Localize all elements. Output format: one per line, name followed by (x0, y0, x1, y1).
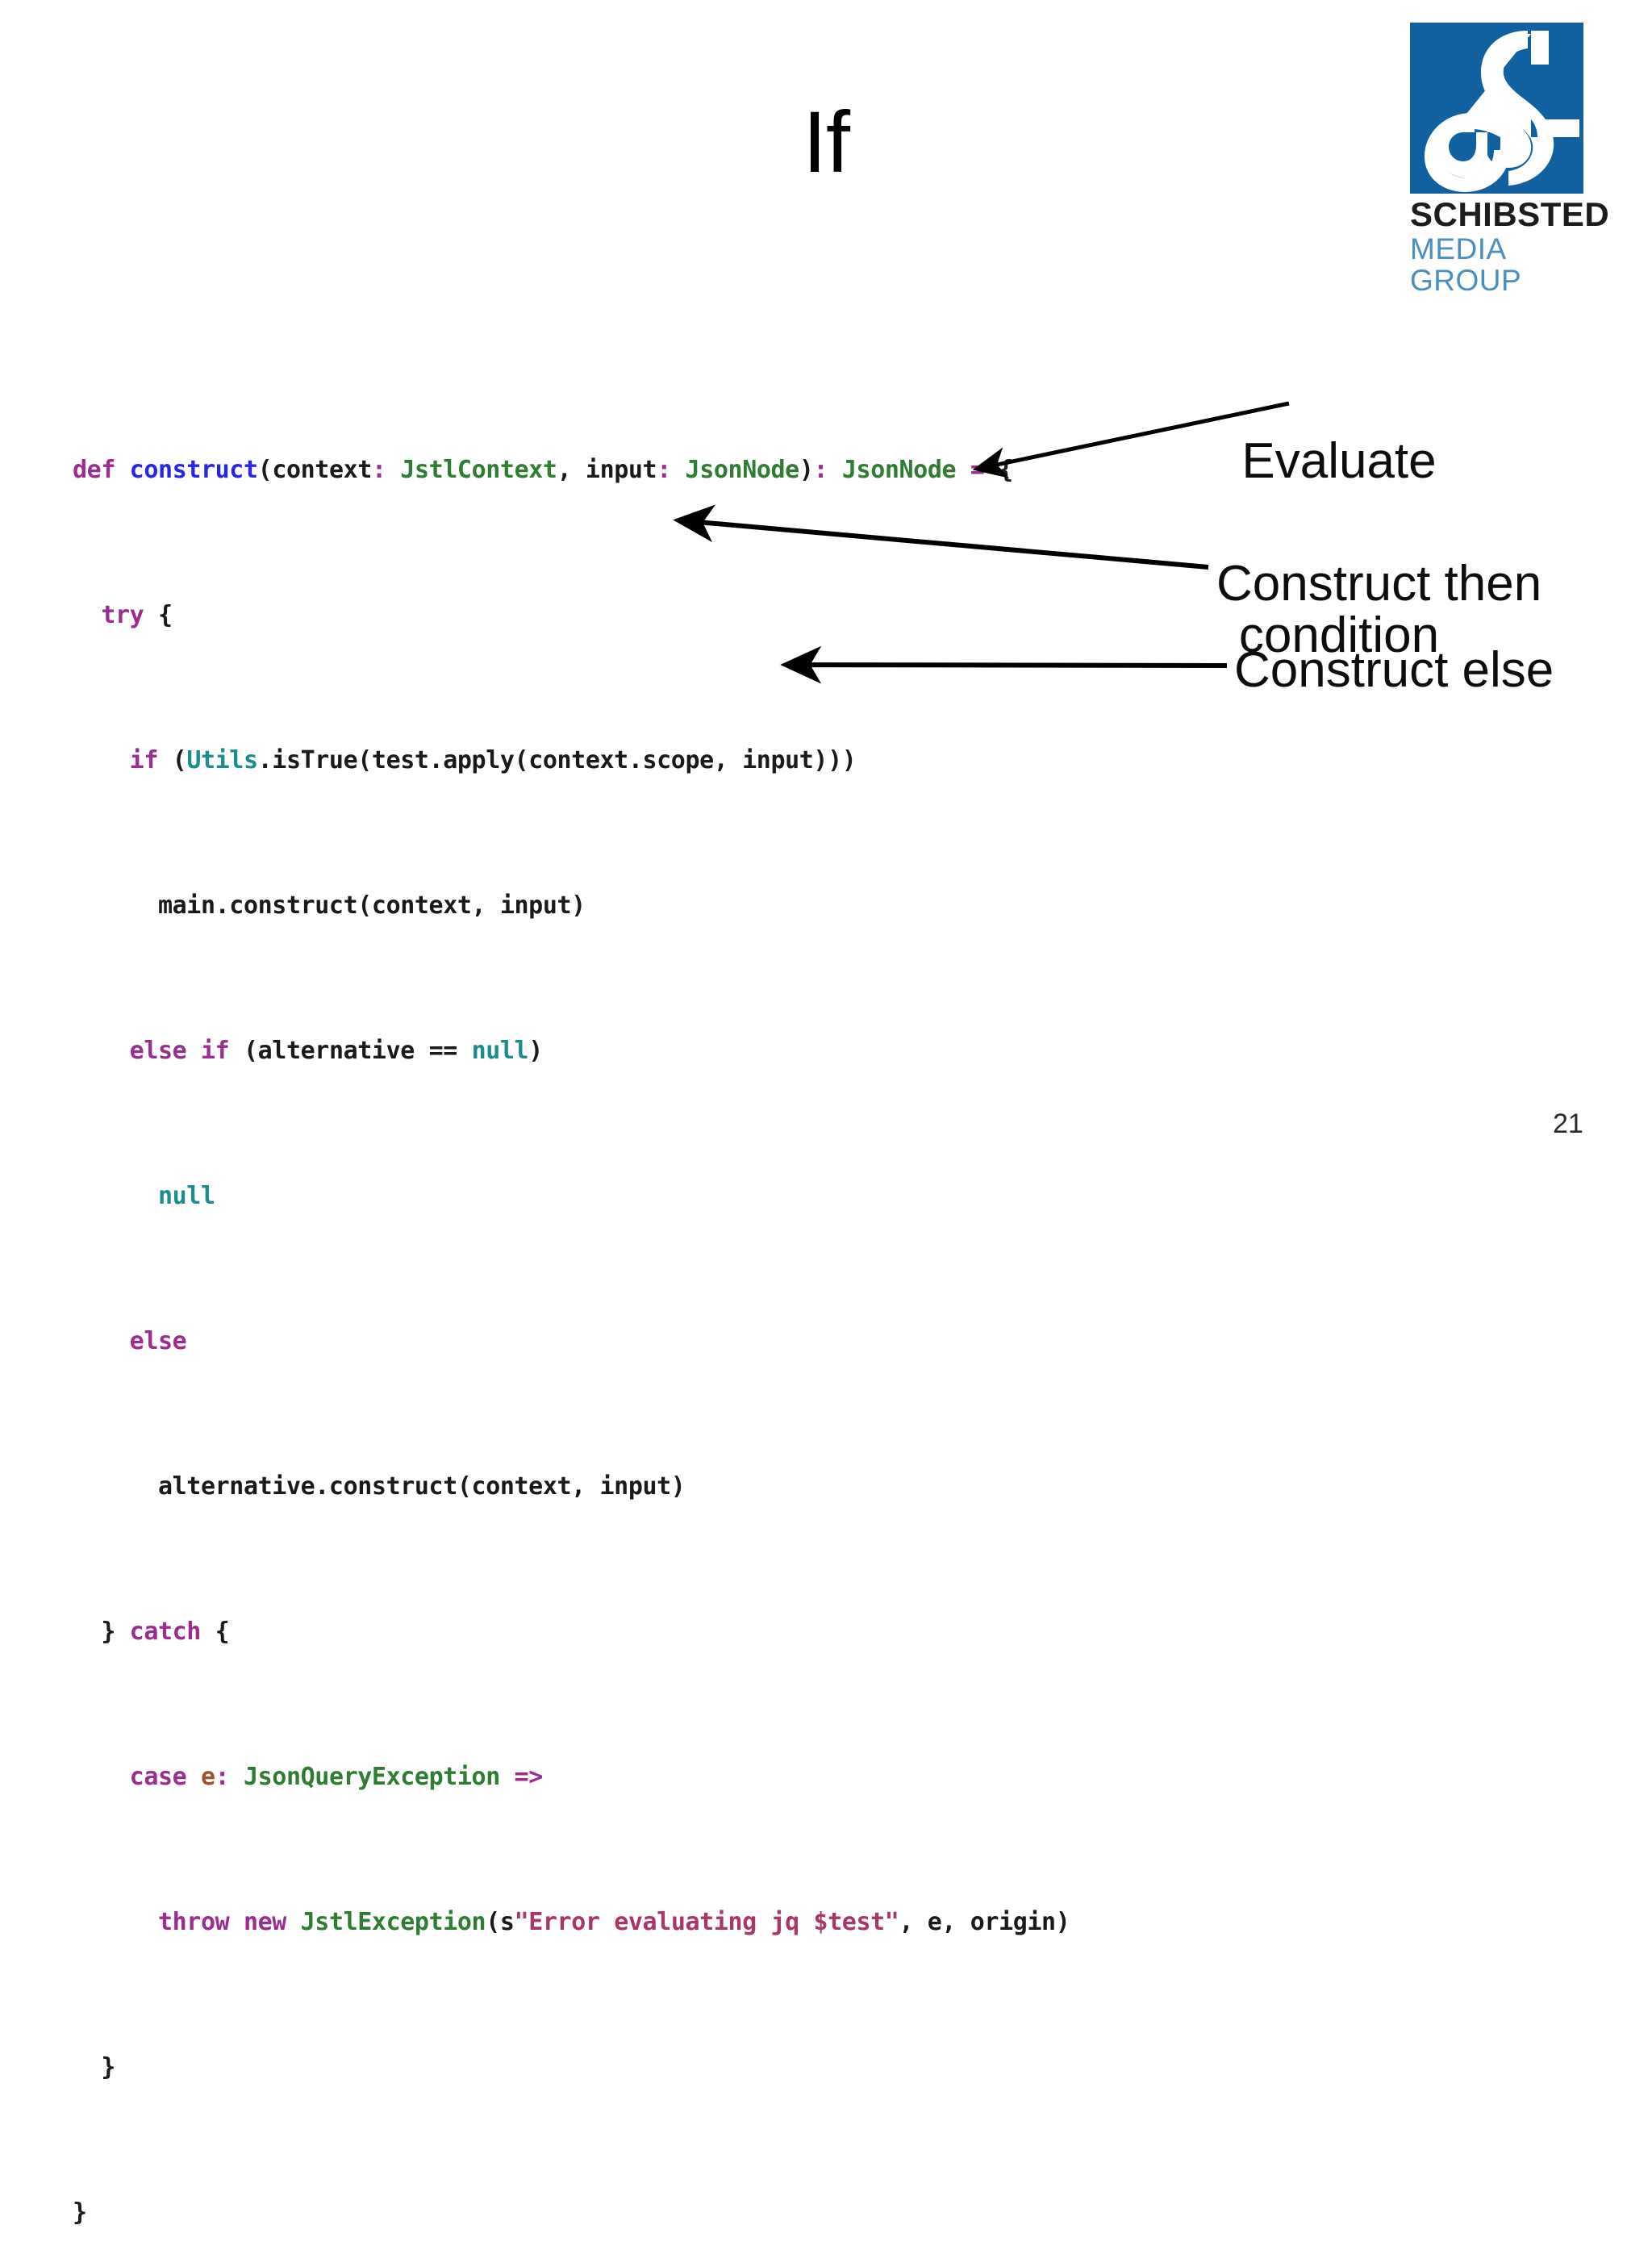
code-indent (73, 1327, 130, 1355)
code-token-if-rest: .isTrue(test.apply(context.scope, input)… (257, 746, 857, 774)
code-token-context: context (272, 456, 372, 484)
code-indent (73, 601, 101, 629)
logo-subwordmark: MEDIA GROUP (1410, 232, 1522, 297)
logo-wordmark: SCHIBSTED (1410, 195, 1610, 233)
code-indent (73, 1908, 158, 1936)
code-token-throw-rest: , e, origin) (899, 1908, 1070, 1936)
code-token-new: new (229, 1908, 286, 1936)
code-token-try-brace: { (144, 601, 173, 629)
code-token-throw-open: ( (486, 1908, 500, 1936)
code-token-open-paren: ( (257, 456, 273, 484)
code-token-if-open: ( (157, 746, 187, 774)
annotation-evaluate-condition: Evaluate condition (1239, 316, 1439, 722)
code-token-utils: Utils (186, 746, 258, 774)
code-token-jsonnode2: JsonNode (828, 456, 957, 484)
code-token-alt-close: ) (528, 1037, 543, 1065)
code-line-6: else (73, 1323, 1070, 1359)
code-indent (73, 1037, 130, 1065)
code-line-7: alternative.construct(context, input) (73, 1468, 1070, 1505)
code-token-null: null (471, 1037, 529, 1065)
annotation-evaluate-condition-line2: condition (1238, 607, 1440, 663)
code-line-3: main.construct(context, input) (73, 887, 1070, 924)
code-token-alt-open: (alternative == (229, 1037, 472, 1065)
code-token-try: try (101, 601, 144, 629)
code-indent (73, 2053, 101, 2081)
code-indent (73, 1618, 101, 1646)
page-number: 21 (1553, 1108, 1583, 1139)
code-token-brace-close-inner: } (101, 2053, 115, 2081)
code-token-jstlcontext: JstlContext (386, 456, 557, 484)
code-token-jsonnode1: JsonNode (670, 456, 800, 484)
code-line-2: if (Utils.isTrue(test.apply(context.scop… (73, 742, 1070, 779)
annotation-evaluate-condition-line1: Evaluate (1241, 432, 1437, 489)
code-indent (73, 1182, 158, 1210)
code-token-else: else (129, 1037, 187, 1065)
code-token-throw: throw (157, 1908, 230, 1936)
code-block: def construct(context: JstlContext, inpu… (73, 379, 1070, 2267)
code-token-alternative-construct: alternative.construct(context, input) (157, 1472, 686, 1501)
code-token-colon3: : (813, 456, 828, 484)
schibsted-s-mark-icon (1410, 23, 1583, 194)
code-token-case: case (129, 1763, 187, 1791)
code-token-input: input (585, 456, 657, 484)
code-token-e: e (186, 1763, 215, 1791)
code-token-colon2: : (657, 456, 671, 484)
code-token-case-colon: : (215, 1763, 230, 1791)
code-line-1: try { (73, 597, 1070, 633)
code-token-brace-close: } (101, 1618, 130, 1646)
code-indent (73, 1763, 130, 1791)
code-indent (73, 1472, 158, 1501)
annotation-construct-then: Construct then (1216, 556, 1542, 612)
annotation-construct-else: Construct else (1234, 642, 1554, 698)
code-token-equals: = (956, 456, 999, 484)
code-token-if: if (129, 746, 159, 774)
code-token-close-paren: ) (799, 456, 814, 484)
code-space (115, 456, 130, 484)
code-token-s-prefix: s (499, 1908, 515, 1936)
code-token-main-construct: main.construct(context, input) (157, 891, 586, 920)
code-indent (73, 891, 158, 920)
code-token-comma: , (557, 456, 586, 484)
code-indent (73, 746, 130, 774)
code-line-11: } (73, 2049, 1070, 2085)
page-title: If (802, 93, 850, 190)
code-token-null-value: null (157, 1182, 215, 1210)
code-line-8: } catch { (73, 1614, 1070, 1650)
code-token-fat-arrow: => (499, 1763, 544, 1791)
code-line-4: else if (alternative == null) (73, 1033, 1070, 1069)
code-token-catch-open: { (200, 1618, 230, 1646)
code-line-5: null (73, 1178, 1070, 1214)
code-line-0: def construct(context: JstlContext, inpu… (73, 452, 1070, 488)
code-token-jstlexception: JstlException (286, 1908, 486, 1936)
code-token-jsonqueryexception: JsonQueryException (229, 1763, 500, 1791)
code-token-brace-open: { (999, 456, 1013, 484)
code-token-error-string: "Error evaluating jq $test" (514, 1908, 899, 1936)
code-line-10: throw new JstlException(s"Error evaluati… (73, 1904, 1070, 1940)
code-token-elseif: if (186, 1037, 230, 1065)
code-token-brace-close-outer: } (73, 2198, 87, 2227)
logo: SCHIBSTED MEDIA GROUP (1410, 23, 1609, 296)
code-token-colon1: : (371, 456, 386, 484)
code-token-def: def (73, 456, 115, 484)
code-token-construct: construct (129, 456, 258, 484)
code-line-9: case e: JsonQueryException => (73, 1759, 1070, 1795)
code-token-catch: catch (129, 1618, 202, 1646)
code-line-12: } (73, 2194, 1070, 2231)
code-token-else-bare: else (129, 1327, 187, 1355)
